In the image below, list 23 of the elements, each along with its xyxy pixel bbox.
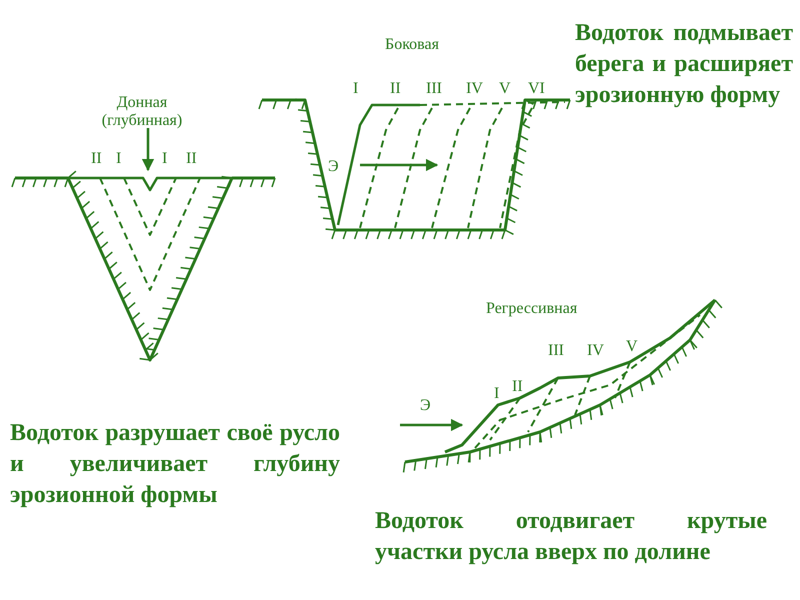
roman-numeral: II [512,378,523,396]
caption-text: Водоток подмывает берега и расширяет эрозионную форму [575,19,793,110]
section-heading: Боковая [385,36,439,54]
roman-numeral: III [548,342,564,360]
erosion-symbol: Э [420,397,431,415]
section-heading: Регрессивная [486,300,578,318]
caption-text: Водоток разрушает своё русло и увеличивает глубину эрозионной формы [10,419,340,510]
roman-numeral: III [426,80,442,98]
roman-numeral: V [626,338,638,356]
roman-numeral: I [116,150,122,168]
roman-numeral: II [91,150,102,168]
roman-numeral: IV [587,342,604,360]
roman-numeral: VI [528,80,545,98]
roman-numeral: I [353,80,358,98]
roman-numeral: I [494,385,500,403]
roman-numeral: V [499,80,511,98]
section-heading: Донная (глубинная) [100,94,184,130]
roman-numeral: II [390,80,401,98]
roman-numeral: II [186,150,197,168]
erosion-symbol: Э [328,158,339,176]
caption-text: Водоток отодвигает крутые участки русла вверх по долине [375,507,767,567]
roman-numeral: I [162,150,168,168]
roman-numeral: IV [466,80,483,98]
